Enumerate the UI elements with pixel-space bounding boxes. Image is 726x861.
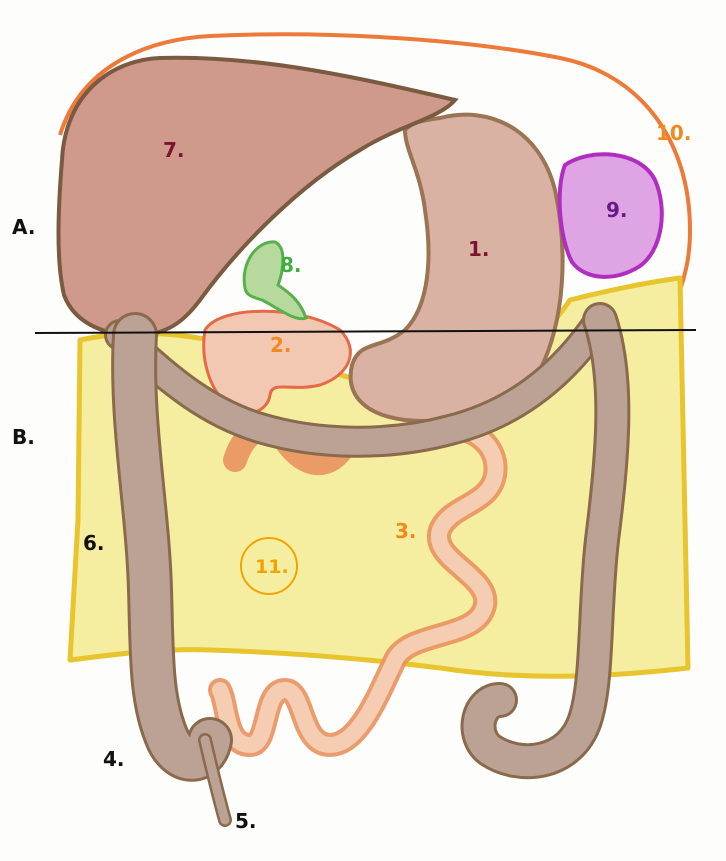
label-duodenum: 2. xyxy=(270,333,292,357)
label-spleen: 9. xyxy=(606,198,628,222)
section-label-b: B. xyxy=(12,425,35,449)
label-liver: 7. xyxy=(163,138,185,162)
section-label-a: A. xyxy=(12,215,35,239)
label-diaphragm: 10. xyxy=(656,121,691,145)
label-small-intestine: 3. xyxy=(395,519,417,543)
label-ascending-colon: 6. xyxy=(83,531,105,555)
label-stomach: 1. xyxy=(468,237,490,261)
label-gallbladder: 8. xyxy=(280,253,302,277)
label-cecum: 4. xyxy=(103,747,125,771)
label-omentum: 11. xyxy=(255,556,289,578)
label-appendix: 5. xyxy=(235,809,257,833)
